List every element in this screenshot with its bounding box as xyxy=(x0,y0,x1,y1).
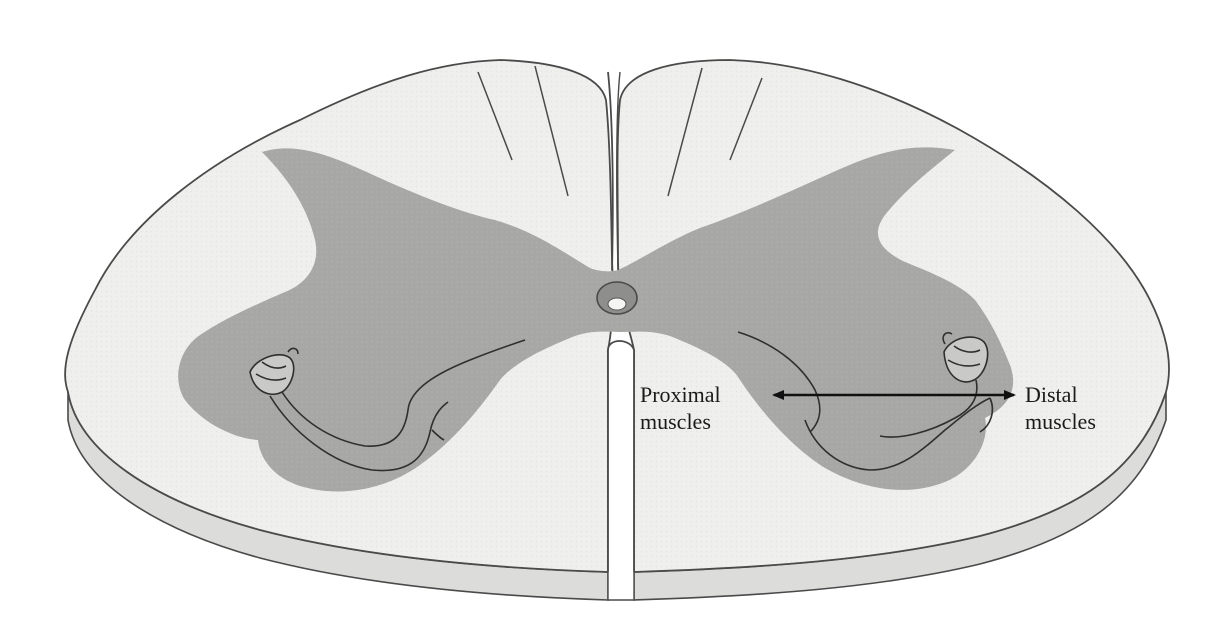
proximal-muscles-label: Proximal muscles xyxy=(640,381,721,435)
distal-label-line2: muscles xyxy=(1025,408,1096,435)
ventral-median-fissure-depth xyxy=(608,572,634,600)
proximal-label-line1: Proximal xyxy=(640,381,721,408)
central-canal-inner xyxy=(608,298,626,310)
proximal-label-line2: muscles xyxy=(640,408,721,435)
distal-label-line1: Distal xyxy=(1025,381,1096,408)
distal-muscles-label: Distal muscles xyxy=(1025,381,1096,435)
ventral-median-fissure xyxy=(608,341,634,572)
